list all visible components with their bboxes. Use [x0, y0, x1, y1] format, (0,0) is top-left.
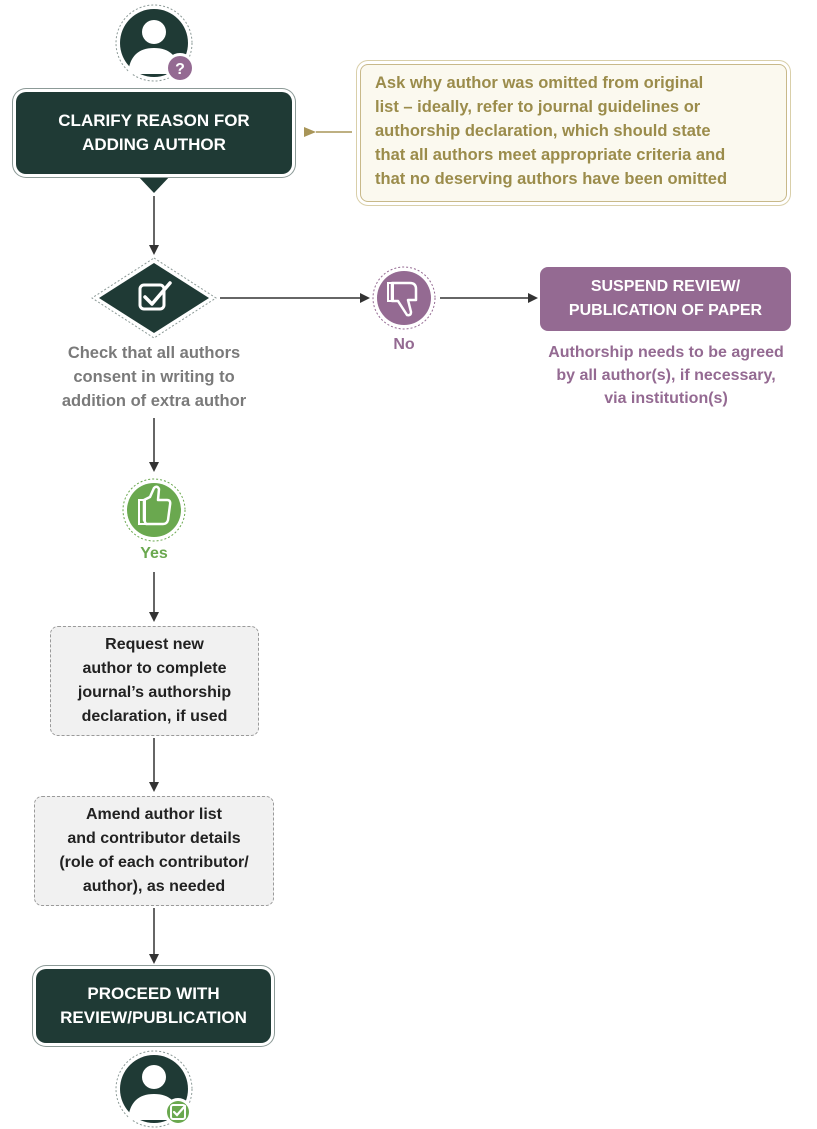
note-line-5: that no deserving authors have been omit… [375, 170, 728, 188]
thumbs-up-icon [122, 478, 186, 542]
suspend-line-2: PUBLICATION OF PAPER [568, 302, 763, 319]
proceed-line-1: PROCEED WITH [87, 984, 220, 1003]
checkbox-icon [91, 257, 217, 339]
clarify-box-pointer [136, 174, 172, 193]
amend-line-1: Amend author list [85, 806, 222, 823]
proceed-line-2: REVIEW/PUBLICATION [60, 1008, 247, 1027]
no-label: No [393, 336, 415, 353]
clarify-reason-box: CLARIFY REASON FOR ADDING AUTHOR [16, 92, 292, 174]
check-line-2: consent in writing to [73, 368, 235, 386]
note-line-1: Ask why author was omitted from original [375, 74, 704, 92]
authorship-agreement-note: Authorship needs to be agreed by all aut… [524, 341, 808, 410]
request-line-1: Request new [105, 636, 204, 653]
check-line-3: addition of extra author [61, 392, 247, 410]
agreement-line-3: via institution(s) [604, 390, 728, 407]
note-line-2: list – ideally, refer to journal guideli… [375, 98, 701, 116]
suspend-line-1: SUSPEND REVIEW/ [590, 278, 741, 295]
amend-line-4: author), as needed [82, 878, 226, 895]
clarify-box-line-2: ADDING AUTHOR [82, 135, 226, 154]
request-line-3: journal’s authorship [77, 684, 232, 701]
amend-line-3: (role of each contributor/ [59, 854, 249, 871]
check-line-1: Check that all authors [67, 344, 241, 362]
amend-author-list-box: Amend author list and contributor detail… [34, 796, 274, 906]
request-line-2: author to complete [82, 660, 227, 677]
proceed-review-box: PROCEED WITH REVIEW/PUBLICATION [36, 969, 271, 1043]
agreement-line-2: by all author(s), if necessary, [556, 367, 776, 384]
check-consent-text: Check that all authors consent in writin… [34, 341, 274, 413]
request-declaration-box: Request new author to complete journal’s… [50, 626, 259, 736]
note-line-4: that all authors meet appropriate criter… [375, 146, 726, 164]
omission-guidance-note: Ask why author was omitted from original… [360, 64, 787, 202]
author-approved-icon [115, 1050, 193, 1128]
amend-line-2: and contributor details [67, 830, 241, 847]
request-line-4: declaration, if used [81, 708, 228, 725]
agreement-line-1: Authorship needs to be agreed [548, 344, 784, 361]
author-question-icon: ? [115, 4, 195, 83]
svg-text:?: ? [175, 61, 185, 78]
yes-label: Yes [140, 545, 168, 562]
clarify-box-line-1: CLARIFY REASON FOR [58, 111, 250, 130]
thumbs-down-icon [372, 266, 436, 330]
suspend-review-box: SUSPEND REVIEW/ PUBLICATION OF PAPER [540, 267, 791, 331]
note-line-3: authorship declaration, which should sta… [375, 122, 711, 140]
